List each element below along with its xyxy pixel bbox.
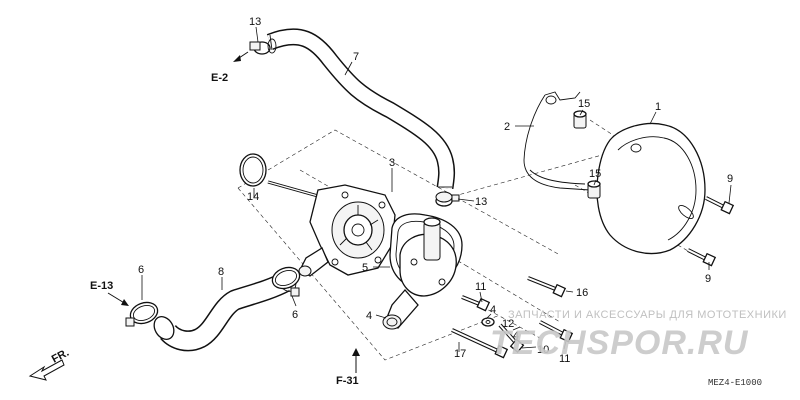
water-pump-cover bbox=[596, 122, 706, 255]
bolt-9-lower bbox=[687, 248, 717, 267]
callout-12: 12 bbox=[502, 318, 514, 330]
ref-fr: FR. bbox=[50, 347, 71, 366]
callout-4-mid: 4 bbox=[490, 304, 496, 316]
callout-4-cover: 4 bbox=[366, 310, 372, 322]
ref-f31: F-31 bbox=[336, 375, 359, 387]
ref-arrow-e13-icon bbox=[107, 292, 129, 306]
diagram-code: MEZ4-E1000 bbox=[708, 378, 762, 388]
hose-clamp-middle bbox=[435, 191, 460, 207]
callout-13-top: 13 bbox=[249, 16, 261, 28]
callout-13-mid: 13 bbox=[475, 196, 487, 208]
ref-arrow-f31-icon bbox=[352, 348, 360, 373]
pump-cover bbox=[382, 217, 457, 330]
ref-e13: E-13 bbox=[90, 280, 113, 292]
o-ring bbox=[239, 153, 267, 187]
callout-9-lower: 9 bbox=[705, 273, 711, 285]
callout-8: 8 bbox=[218, 266, 224, 278]
callout-9-upper: 9 bbox=[727, 173, 733, 185]
callout-15-lower: 15 bbox=[589, 168, 601, 180]
watermark-line: ЗАПЧАСТИ И АКСЕССУАРЫ ДЛЯ МОТОТЕХНИКИ bbox=[508, 309, 787, 321]
callout-1: 1 bbox=[655, 101, 661, 113]
callout-2: 2 bbox=[504, 121, 510, 133]
reference-labels: E-2 E-13 F-31 FR. bbox=[50, 72, 359, 387]
front-arrow-icon bbox=[28, 359, 65, 381]
callout-7: 7 bbox=[353, 51, 359, 63]
collar-lower bbox=[587, 180, 601, 199]
bolt-11-upper bbox=[461, 295, 491, 312]
bolt-11-lower bbox=[539, 320, 574, 343]
callout-5: 5 bbox=[362, 262, 368, 274]
ref-arrow-e2-icon bbox=[233, 51, 249, 62]
bolt-16 bbox=[527, 276, 567, 298]
upper-water-hose bbox=[266, 28, 456, 190]
callout-6-left: 6 bbox=[138, 264, 144, 276]
callout-labels: 13 7 3 14 13 2 1 15 15 9 9 5 4 6 8 6 16 … bbox=[138, 16, 733, 365]
callout-6-right: 6 bbox=[292, 309, 298, 321]
callout-17: 17 bbox=[454, 348, 466, 360]
bolt-17 bbox=[451, 328, 509, 359]
callout-15-upper: 15 bbox=[578, 98, 590, 110]
washer-12 bbox=[481, 317, 495, 327]
hose-clamp-left bbox=[125, 301, 159, 327]
cover-bracket bbox=[523, 91, 591, 191]
callout-11-lower: 11 bbox=[559, 353, 570, 365]
collar-upper bbox=[573, 110, 587, 129]
lower-water-hose bbox=[153, 270, 297, 352]
callout-14: 14 bbox=[247, 191, 259, 203]
callout-3: 3 bbox=[389, 157, 395, 169]
bolt-9-upper bbox=[705, 196, 735, 215]
callout-11-upper: 11 bbox=[475, 281, 486, 293]
bolt-10 bbox=[498, 323, 525, 353]
water-pump-body bbox=[267, 180, 396, 277]
hose-clamp-top bbox=[249, 38, 277, 55]
hose-clamp-right bbox=[271, 266, 301, 297]
watermark-brand: TECHSPOR.RU bbox=[490, 324, 749, 362]
callout-4-low: 4 bbox=[513, 330, 519, 342]
leader-lines bbox=[141, 26, 732, 352]
watermark: ЗАПЧАСТИ И АКСЕССУАРЫ ДЛЯ МОТОТЕХНИКИ TE… bbox=[490, 309, 787, 362]
callout-16: 16 bbox=[576, 287, 588, 299]
ref-e2: E-2 bbox=[211, 72, 228, 84]
callout-10: 10 bbox=[537, 344, 549, 356]
